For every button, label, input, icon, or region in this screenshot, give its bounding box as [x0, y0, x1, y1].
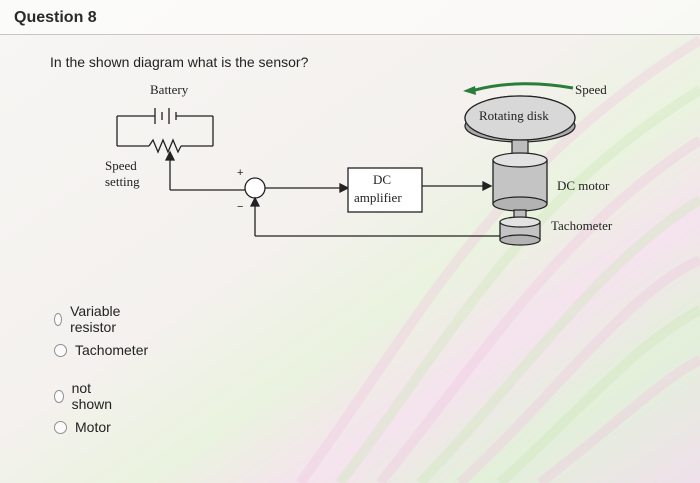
minus-sign: −: [237, 201, 243, 213]
amplifier-label-line2: amplifier: [354, 190, 402, 205]
option-tachometer[interactable]: Tachometer: [54, 342, 148, 358]
dc-amplifier-box: [347, 167, 423, 213]
feedback-line: [249, 196, 500, 237]
dc-motor-top: [492, 152, 548, 168]
wiper-arrow-icon: [164, 150, 245, 191]
question-title: Question 8: [14, 9, 97, 26]
tachometer-label: Tachometer: [551, 218, 613, 233]
motor-arrow-icon: [422, 180, 493, 192]
summing-junction: [244, 177, 266, 199]
option-motor[interactable]: Motor: [54, 419, 111, 435]
dc-motor-bottom: [492, 196, 548, 212]
question-text: In the shown diagram what is the sensor?: [50, 54, 309, 70]
battery-icon: [116, 108, 214, 154]
option-label: Motor: [75, 419, 111, 435]
tachometer-bottom: [499, 234, 541, 246]
tachometer-top: [499, 216, 541, 228]
speed-arrow-icon: [463, 82, 574, 95]
battery-label: Battery: [150, 82, 189, 97]
radio-button[interactable]: [54, 343, 67, 357]
option-label: Variable resistor: [70, 303, 121, 335]
dc-motor-label: DC motor: [557, 178, 610, 193]
option-label: not shown: [71, 380, 113, 412]
option-not-shown[interactable]: not shown: [54, 380, 115, 412]
control-system-diagram: Battery Speed setting + −: [105, 82, 613, 246]
forward-arrow-icon: [265, 182, 350, 194]
option-label: Tachometer: [75, 342, 149, 358]
amplifier-label-line1: DC: [373, 172, 391, 187]
radio-button[interactable]: [54, 420, 67, 434]
rotating-disk-label: Rotating disk: [479, 108, 549, 123]
speed-label: Speed: [575, 82, 607, 97]
speed-setting-label-line1: Speed: [105, 158, 137, 173]
speed-setting-label-line2: setting: [105, 174, 140, 189]
plus-sign: +: [237, 167, 243, 179]
radio-button[interactable]: [54, 312, 63, 326]
option-variable-resistor[interactable]: Variable resistor: [54, 303, 125, 335]
radio-button[interactable]: [54, 389, 64, 403]
question-header: Question 8: [0, 0, 700, 35]
